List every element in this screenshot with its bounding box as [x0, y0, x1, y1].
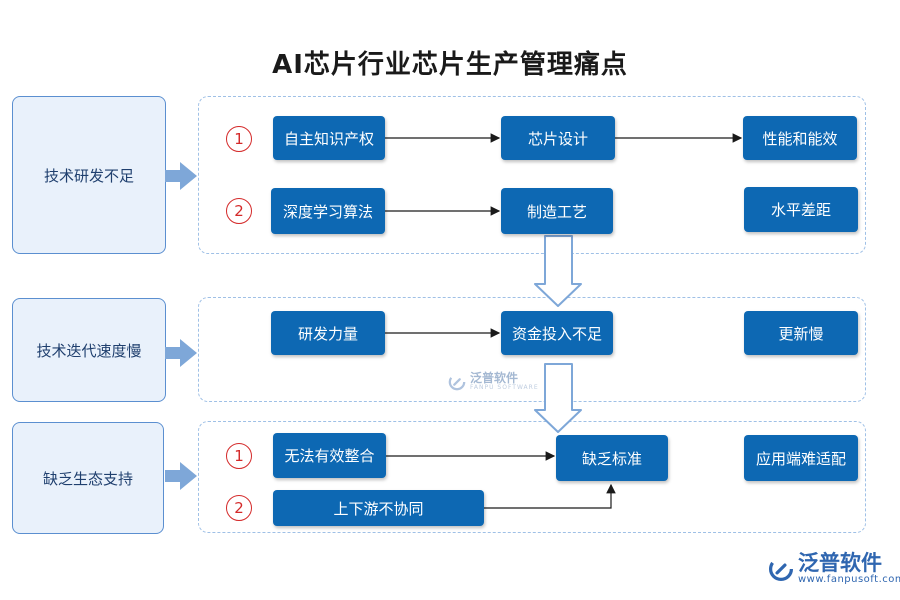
node-shuiping: 水平差距: [744, 187, 858, 232]
node-zhizao: 制造工艺: [501, 188, 613, 234]
watermark-center: 泛普软件 FANPU SOFTWARE: [448, 372, 539, 391]
watermark-corner: 泛普软件 www.fanpusoft.com: [768, 552, 900, 585]
marker-2-row-1: 2: [226, 198, 252, 224]
node-wufa: 无法有效整合: [273, 433, 386, 478]
marker-1-row-1: 1: [226, 126, 252, 152]
down-arrow-1: [534, 235, 582, 307]
connector-shangxia-to-quefa: [484, 483, 616, 509]
side-arrow-row-2: [165, 339, 197, 367]
node-zizhu: 自主知识产权: [273, 116, 385, 160]
down-arrow-2: [534, 363, 582, 433]
watermark-corner-brand: 泛普软件: [798, 551, 882, 575]
node-yingyong: 应用端难适配: [744, 435, 858, 481]
diagram-title: AI芯片行业芯片生产管理痛点: [272, 50, 628, 80]
node-gengxin: 更新慢: [744, 311, 858, 355]
category-tech-rd: 技术研发不足: [12, 96, 166, 254]
marker-2-row-3: 2: [226, 495, 252, 521]
category-ecosystem: 缺乏生态支持: [12, 422, 164, 534]
node-shendu: 深度学习算法: [271, 188, 385, 234]
watermark-corner-url: www.fanpusoft.com: [798, 574, 900, 585]
watermark-center-brand: 泛普软件: [470, 371, 519, 385]
node-zijin: 资金投入不足: [501, 311, 613, 355]
node-xingneng: 性能和能效: [743, 116, 857, 160]
fanpu-logo-icon: [768, 556, 794, 581]
node-shangxia: 上下游不协同: [273, 490, 484, 526]
watermark-center-brand-en: FANPU SOFTWARE: [470, 384, 539, 391]
fanpu-logo-icon: [448, 373, 466, 390]
side-arrow-row-1: [165, 162, 197, 190]
marker-1-row-3: 1: [226, 443, 252, 469]
node-quefa: 缺乏标准: [556, 435, 668, 481]
node-yanfa: 研发力量: [271, 311, 385, 355]
side-arrow-row-3: [165, 462, 197, 490]
node-xinpian: 芯片设计: [501, 116, 615, 160]
